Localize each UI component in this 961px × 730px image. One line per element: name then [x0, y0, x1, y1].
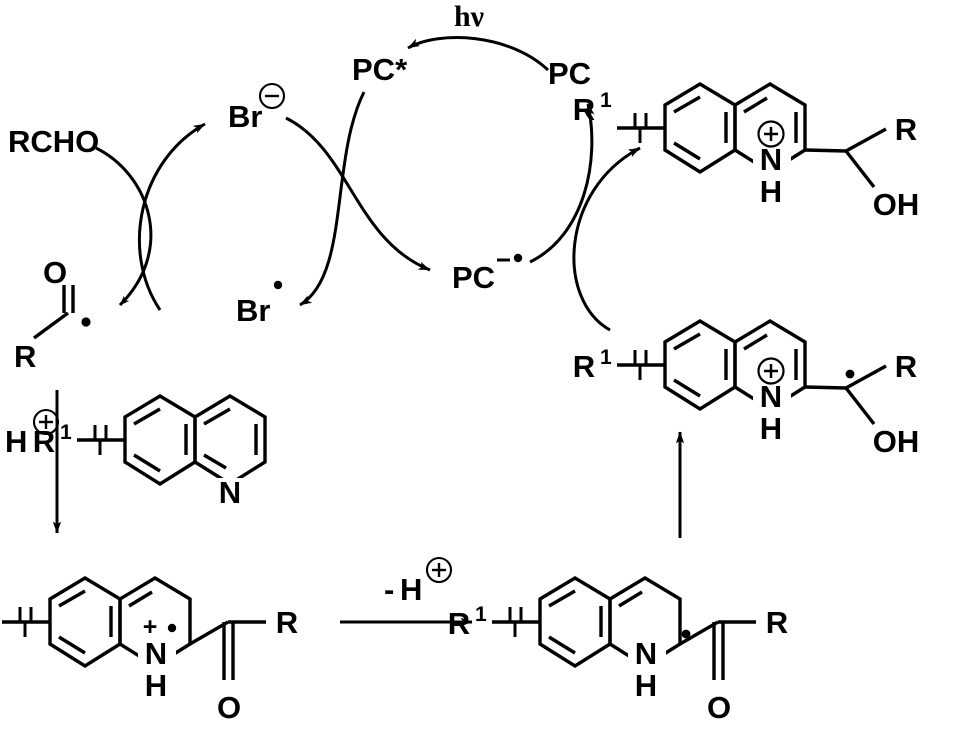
structure-quinolinium-radical-carbinol [617, 319, 887, 426]
label-minus-proton-prefix: - [384, 572, 394, 607]
mid-right-nitrogen: N [760, 379, 782, 414]
top-right-nitrogen: N [760, 142, 782, 177]
label-proton: H [5, 424, 27, 459]
structure-neutral-radical-ketone [492, 576, 756, 680]
label-photon: hν [454, 0, 485, 33]
top-right-r1-superscript: 1 [600, 89, 612, 112]
acyl-radical-oxygen: O [43, 255, 67, 290]
top-right-hydroxyl: OH [873, 187, 920, 222]
bottom-right-r1-label: R [448, 606, 470, 641]
quinoline-r1-superscript: 1 [60, 421, 72, 444]
bottom-right-r1-superscript: 1 [475, 603, 487, 626]
mid-right-plus-charge-icon [757, 357, 785, 385]
label-pc-ground: PC [548, 56, 591, 91]
structure-radical-cation-ketone [2, 576, 266, 680]
bottom-left-r-group: R [276, 605, 298, 640]
top-right-r-group: R [895, 112, 917, 147]
acyl-radical-dot-icon [81, 317, 91, 327]
arrow-pc-to-pc-excited [407, 36, 550, 72]
label-pc-radical-anion: PC [452, 260, 495, 295]
acyl-radical-r-group: R [14, 339, 36, 374]
structure-acyl-radical [32, 285, 75, 340]
mid-right-r1-label: R [573, 349, 595, 384]
arrow-bromine-radical-to-bromide [138, 122, 206, 311]
structure-quinoline [77, 394, 267, 487]
label-bromide-anion: Br [228, 99, 262, 134]
minus-proton-charge-icon [425, 556, 453, 584]
bottom-right-oxygen: O [707, 690, 731, 725]
bottom-left-radical-dot-icon [167, 623, 177, 633]
top-right-r1-label: R [573, 92, 595, 127]
bottom-left-nh-hydrogen: H [145, 668, 167, 703]
quinoline-nitrogen-glyph: N [219, 475, 241, 510]
bottom-right-radical-dot-icon [681, 629, 691, 639]
mid-right-radical-dot-icon [845, 369, 855, 379]
bottom-right-nitrogen: N [635, 636, 657, 671]
structure-quinolinium-carbinol-product [617, 82, 887, 189]
arrow-pc-excited-to-bromine-radical [299, 91, 366, 307]
arrow-rcho-to-acyl [95, 146, 153, 307]
arrow-bromide-to-pc-radical-anion [285, 116, 431, 272]
arrow-radical-to-product [572, 146, 641, 332]
mid-right-nh-hydrogen: H [760, 411, 782, 446]
label-rcho: RCHO [8, 124, 99, 159]
bottom-left-nitrogen: N [145, 636, 167, 671]
bromine-radical-dot-icon [273, 280, 283, 290]
mid-right-r1-superscript: 1 [600, 346, 612, 369]
pc-radical-anion-dot-icon [513, 253, 523, 263]
mid-right-hydroxyl: OH [873, 424, 920, 459]
label-pc-excited: PC* [352, 52, 408, 87]
quinoline-r1-label: R [33, 424, 55, 459]
top-right-plus-charge-icon [757, 120, 785, 148]
arrow-pc-radical-anion-to-pc [529, 103, 595, 264]
bottom-left-oxygen-glyph: O [217, 690, 241, 725]
mid-right-r-group: R [895, 349, 917, 384]
bromide-anion-charge-icon [258, 82, 286, 110]
bottom-right-r-group: R [766, 605, 788, 640]
top-right-nh-hydrogen: H [760, 174, 782, 209]
bottom-right-nh-hydrogen: H [635, 668, 657, 703]
label-minus-proton: H [400, 572, 422, 607]
label-bromine-radical: Br [236, 293, 270, 328]
bottom-left-plus-charge: + [143, 613, 158, 641]
